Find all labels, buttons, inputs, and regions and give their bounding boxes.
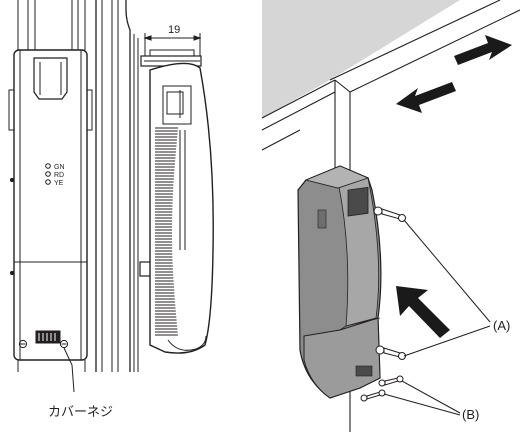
led-label-gn: GN [54,164,65,171]
side-view-hatching [155,127,178,336]
perspective-view [261,0,520,432]
screw-b-upper [378,375,404,387]
side-view [95,0,214,372]
ceiling-area [262,0,460,118]
front-view [8,0,93,393]
cover-screw-label: カバーネジ [48,404,113,419]
callout-a-label: (A) [493,318,510,333]
cover-screw-right [59,339,69,349]
screw-b-lower [360,389,386,402]
arrow-right-icon [454,35,512,65]
dimension-label: 19 [168,24,180,36]
screw-a-upper [373,206,406,222]
front-body [13,49,88,361]
callout-b-label: (B) [462,407,479,422]
led-label-ye: YE [54,180,64,187]
led-label-rd: RD [54,172,64,179]
screw-a-lower [375,345,406,360]
cover-screw-left [18,339,28,349]
arrow-left-icon [396,82,456,113]
arrow-upleft-icon [396,286,450,338]
